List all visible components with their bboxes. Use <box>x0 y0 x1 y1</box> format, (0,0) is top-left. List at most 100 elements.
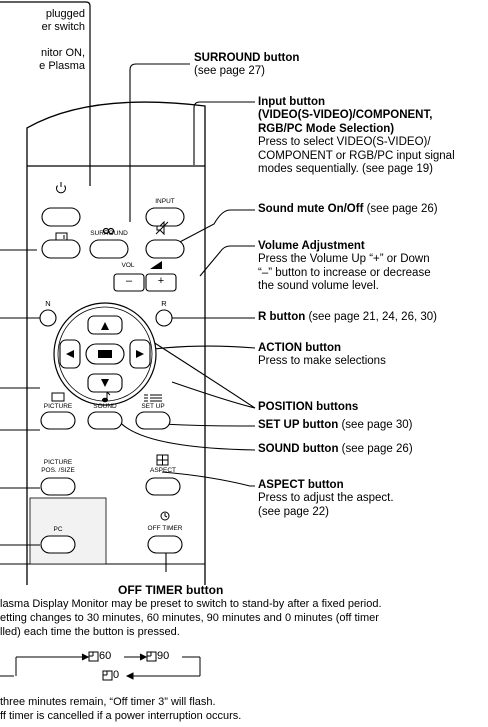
aspect-title: ASPECT button <box>258 479 344 491</box>
volume-title: Volume Adjustment <box>258 240 365 252</box>
position-callout-line-2 <box>171 381 256 409</box>
action-desc: Press to make selections <box>258 355 386 368</box>
picture-pos-label-2: POS. /SIZE <box>41 467 75 474</box>
off-timer-icon <box>160 511 170 521</box>
r-title: R button <box>258 311 306 323</box>
aspect-desc-line: Press to adjust the aspect. <box>258 492 394 505</box>
action-icon <box>98 350 112 358</box>
timer-90-label: 90 <box>157 650 170 662</box>
n-label: N <box>45 299 51 308</box>
input-title-line: RGB/PC Mode Selection) <box>258 122 395 135</box>
action-callout: ACTION button Press to make selections <box>258 342 386 369</box>
volume-desc-line: “–” button to increase or decrease <box>258 266 431 279</box>
bottom-text-line-3: lled) each time the button is pressed. <box>0 626 180 638</box>
volume-desc-line: the sound volume level. <box>258 280 379 293</box>
volume-desc-line: Press the Volume Up “+” or Down <box>258 253 430 266</box>
r-button <box>155 309 173 327</box>
position-title: POSITION buttons <box>258 401 359 413</box>
aspect-label: ASPECT <box>149 467 176 474</box>
vol-label: VOL <box>121 262 135 269</box>
setup-label: SET UP <box>141 403 165 410</box>
aspect-icon <box>156 454 169 466</box>
setup-desc: (see page 30) <box>338 419 413 431</box>
surround-desc: (see page 27) <box>194 65 265 78</box>
position-callout-line-1 <box>149 339 256 409</box>
timer-cycle-diagram <box>0 653 201 680</box>
top-left-text: plugged er switch nitor ON, e Plasma <box>0 8 85 73</box>
input-button <box>145 207 185 227</box>
volume-plus-label: + <box>157 275 165 287</box>
input-desc-line: modes sequentially. (see page 19) <box>258 163 433 176</box>
setup-callout-line <box>161 423 255 427</box>
picture-button <box>40 411 76 430</box>
sound-button <box>87 411 123 430</box>
mute-callout: Sound mute On/Off (see page 26) <box>258 203 438 216</box>
pc-label: PC <box>53 526 63 533</box>
input-title-line: (VIDEO(S-VIDEO)/COMPONENT, <box>258 109 433 122</box>
n-button <box>39 309 57 327</box>
volume-minus-label: – <box>125 275 133 287</box>
volume-callout: Volume Adjustment Press the Volume Up “+… <box>258 240 431 294</box>
right-arrow-icon <box>136 350 144 358</box>
off-timer-label: OFF TIMER <box>147 525 183 532</box>
power-button <box>41 207 81 227</box>
input-desc-line: COMPONENT or RGB/PC input signal <box>258 149 455 162</box>
surround-icon <box>102 227 115 235</box>
surround-label: SURROUND <box>90 230 128 237</box>
sound-callout-line <box>117 419 256 451</box>
bottom-text-line-1: lasma Display Monitor may be preset to s… <box>0 598 382 610</box>
up-arrow-icon <box>101 322 109 330</box>
volume-down-button <box>113 273 145 292</box>
power-callout-line <box>0 1 91 186</box>
bottom-note-1: three minutes remain, “Off timer 3” will… <box>0 696 216 708</box>
mute-desc: (see page 26) <box>363 203 438 215</box>
mute-icon <box>155 220 169 236</box>
volume-callout-line <box>199 245 255 277</box>
sound-callout: SOUND button (see page 26) <box>258 443 413 456</box>
timer-icons <box>88 651 157 681</box>
mute-title: Sound mute On/Off <box>258 203 364 215</box>
timer-60-label: 60 <box>99 650 112 662</box>
offtimer-title: OFF TIMER button <box>118 583 224 597</box>
surround-button <box>89 239 129 259</box>
setup-icon <box>144 394 162 402</box>
top-left-line: e Plasma <box>39 60 85 72</box>
down-arrow-icon <box>101 379 109 387</box>
setup-title: SET UP button <box>258 419 339 431</box>
aspect-desc-line: (see page 22) <box>258 505 329 518</box>
bottom-note-2: ff timer is cancelled if a power interru… <box>0 710 242 722</box>
setup-callout: SET UP button (see page 30) <box>258 419 412 432</box>
sound-label: SOUND <box>93 403 117 410</box>
action-title: ACTION button <box>258 342 342 354</box>
picture-icon <box>51 392 65 402</box>
remote-top-edge <box>26 101 206 166</box>
surround-callout-line <box>129 63 190 222</box>
r-desc: (see page 21, 24, 26, 30) <box>305 311 437 323</box>
picture-pos-size-button <box>40 477 76 496</box>
surround-title: SURROUND button <box>194 52 300 64</box>
input-callout-line <box>193 101 255 165</box>
sound-icon <box>102 391 111 403</box>
top-left-line: nitor ON, <box>40 47 85 59</box>
pc-button <box>40 535 76 554</box>
r-label: R <box>161 299 167 308</box>
r-callout: R button (see page 21, 24, 26, 30) <box>258 311 437 324</box>
input-callout: Input button (VIDEO(S-VIDEO)/COMPONENT, … <box>258 96 455 176</box>
input-title-line: Input button <box>258 96 326 108</box>
timer-0-label: 0 <box>113 669 120 681</box>
off-timer-button <box>147 535 183 554</box>
screen-mode-button <box>41 239 81 259</box>
input-label: INPUT <box>155 198 175 205</box>
sound-desc: (see page 26) <box>338 443 413 455</box>
picture-pos-label-1: PICTURE <box>43 459 73 466</box>
aspect-callout: ASPECT button Press to adjust the aspect… <box>258 479 394 519</box>
top-left-line: plugged <box>45 8 85 20</box>
bottom-text-line-2: etting changes to 30 minutes, 60 minutes… <box>0 612 379 624</box>
picture-label: PICTURE <box>43 403 73 410</box>
left-arrow-icon <box>66 350 74 358</box>
screen-mode-icon <box>55 232 68 241</box>
mute-callout-line <box>175 209 255 245</box>
aspect-button <box>145 477 181 496</box>
volume-up-button <box>145 273 177 292</box>
